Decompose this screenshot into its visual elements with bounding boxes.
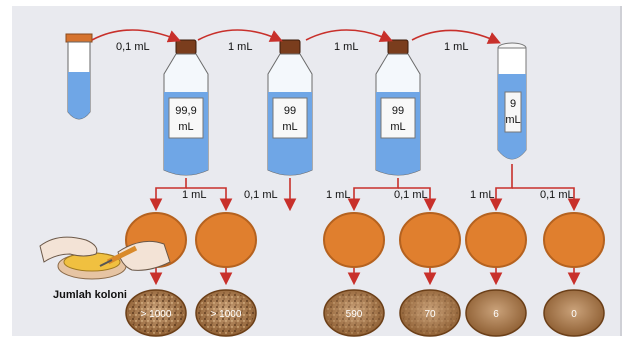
- colony-plate-4: 70: [400, 290, 460, 336]
- colony-plate-3: 590: [324, 290, 384, 336]
- transfer-label-4: 1 mL: [444, 41, 468, 53]
- source-test-tube: [66, 34, 92, 119]
- colony-plate-6: 0: [544, 290, 604, 336]
- colony-count: 70: [424, 309, 436, 320]
- transfer-label-2: 1 mL: [228, 41, 252, 53]
- colony-plate-1: > 1000: [126, 290, 186, 336]
- bottle-volume-line2: mL: [390, 121, 405, 133]
- transfer-label-3: 1 mL: [334, 41, 358, 53]
- final-test-tube: 9 mL: [498, 43, 526, 159]
- colony-count-caption: Jumlah koloni: [53, 289, 127, 301]
- dilution-bottle-1: 99,9 mL: [164, 40, 208, 175]
- dilution-bottle-3: 99 mL: [376, 40, 420, 175]
- colony-plate-5: 6: [466, 290, 526, 336]
- plating-arrows: 1 mL 0,1 mL 1 mL 0,1 mL 1 mL 0,1 mL: [156, 164, 574, 208]
- plate-label-3: 1 mL: [326, 189, 350, 201]
- agar-plate-4: [400, 213, 460, 267]
- bottle-volume-line1: 99,9: [175, 105, 196, 117]
- plate-label-4: 0,1 mL: [394, 189, 428, 201]
- dilution-bottle-2: 99 mL: [268, 40, 312, 175]
- agar-plate-6: [544, 213, 604, 267]
- colony-count: 590: [346, 309, 363, 320]
- tube-volume-line2: mL: [505, 114, 520, 126]
- plate-label-6: 0,1 mL: [540, 189, 574, 201]
- plate-label-2: 0,1 mL: [244, 189, 278, 201]
- bottle-volume-line1: 99: [392, 105, 404, 117]
- bottle-volume-line2: mL: [178, 121, 193, 133]
- colony-count: 0: [571, 309, 577, 320]
- colony-count: 6: [493, 309, 499, 320]
- colony-plate-2: > 1000: [196, 290, 256, 336]
- plate-label-5: 1 mL: [470, 189, 494, 201]
- colony-count: > 1000: [211, 309, 242, 320]
- agar-plate-3: [324, 213, 384, 267]
- colony-count: > 1000: [141, 309, 172, 320]
- tube-volume-line1: 9: [510, 98, 516, 110]
- agar-plate-5: [466, 213, 526, 267]
- bottle-volume-line1: 99: [284, 105, 296, 117]
- plate-label-1: 1 mL: [182, 189, 206, 201]
- bottle-volume-line2: mL: [282, 121, 297, 133]
- agar-plate-2: [196, 213, 256, 267]
- transfer-label-1: 0,1 mL: [116, 41, 150, 53]
